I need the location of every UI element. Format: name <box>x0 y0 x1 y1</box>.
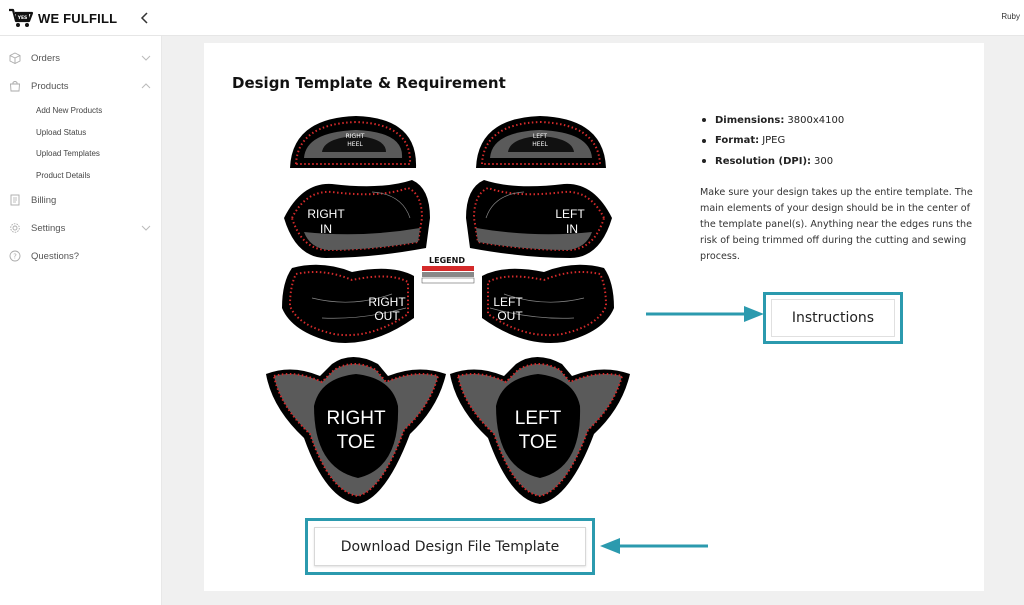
box-icon <box>9 52 21 64</box>
sidebar-item-label: Products <box>31 80 69 92</box>
sidebar-item-billing[interactable]: Billing <box>0 190 162 210</box>
right-heel-label-2: HEEL <box>347 141 363 148</box>
top-bar: YES WE FULFILL Ruby <box>0 0 1024 36</box>
spec-key: Dimensions: <box>715 114 785 126</box>
chevron-up-icon <box>141 83 151 89</box>
sidebar-item-products[interactable]: Products <box>0 76 162 96</box>
spec-format: Format: JPEG <box>700 131 844 152</box>
left-in-panel: LEFT IN <box>466 180 612 258</box>
bullet-icon <box>702 138 706 143</box>
sidebar-subitem-upload-templates[interactable]: Upload Templates <box>36 149 100 158</box>
design-instructions-text: Make sure your design takes up the entir… <box>700 187 973 262</box>
sidebar-subitem-add-new-products[interactable]: Add New Products <box>36 106 103 115</box>
spec-key: Format: <box>715 135 760 147</box>
right-toe-label-1: RIGHT <box>326 408 386 429</box>
design-template-image: RIGHT HEEL LEFT HEEL RIGHT IN LEFT IN LE… <box>266 116 630 504</box>
bullet-icon <box>702 159 706 164</box>
bullet-icon <box>702 118 706 123</box>
sidebar-item-label: Questions? <box>31 250 80 262</box>
sidebar <box>0 36 162 605</box>
left-heel-panel: LEFT HEEL <box>476 116 606 168</box>
brand-logo[interactable]: YES WE FULFILL <box>8 7 117 29</box>
left-heel-label-2: HEEL <box>532 141 548 148</box>
left-out-label-2: OUT <box>497 309 523 323</box>
left-toe-panel: LEFT TOE <box>450 357 630 504</box>
sidebar-item-label: Billing <box>31 194 57 206</box>
left-out-label-1: LEFT <box>493 295 523 309</box>
left-in-label-1: LEFT <box>555 207 585 221</box>
svg-text:?: ? <box>13 253 17 261</box>
svg-text:YES: YES <box>17 15 28 21</box>
instructions-callout: Instructions <box>763 292 903 344</box>
left-in-label-2: IN <box>566 222 578 236</box>
sidebar-item-orders[interactable]: Orders <box>0 48 162 68</box>
right-toe-panel: RIGHT TOE <box>266 357 446 504</box>
help-icon: ? <box>9 250 21 262</box>
legend-title: LEGEND <box>429 256 465 265</box>
chevron-down-icon <box>141 55 151 61</box>
brand-name: WE FULFILL <box>38 10 118 26</box>
right-in-label-1: RIGHT <box>307 207 345 221</box>
user-name[interactable]: Ruby <box>1001 12 1020 21</box>
left-heel-label-1: LEFT <box>533 133 547 140</box>
left-out-panel: LEFT OUT <box>482 264 614 343</box>
download-template-button[interactable]: Download Design File Template <box>314 527 586 566</box>
right-in-label-2: IN <box>320 222 332 236</box>
sidebar-item-settings[interactable]: Settings <box>0 218 162 238</box>
sidebar-subitem-upload-status[interactable]: Upload Status <box>36 128 87 137</box>
cart-icon: YES <box>9 8 34 27</box>
sidebar-item-label: Orders <box>31 52 61 64</box>
download-callout: Download Design File Template <box>305 518 595 575</box>
sidebar-item-questions[interactable]: ? Questions? <box>0 246 162 266</box>
right-out-panel: RIGHT OUT <box>282 264 414 343</box>
spec-dimensions: Dimensions: 3800x4100 <box>700 110 844 131</box>
instructions-label: Instructions <box>771 299 895 337</box>
billing-icon <box>10 194 20 206</box>
right-heel-panel: RIGHT HEEL <box>290 116 417 168</box>
sidebar-item-label: Settings <box>31 222 66 234</box>
spec-key: Resolution (DPI): <box>715 155 812 167</box>
spec-value: 300 <box>814 155 834 167</box>
legend: LEGEND <box>421 256 475 284</box>
right-out-label-2: OUT <box>374 309 400 323</box>
spec-resolution: Resolution (DPI): 300 <box>700 151 844 172</box>
page-title: Design Template & Requirement <box>232 74 506 92</box>
bag-icon <box>10 81 20 92</box>
spec-list: Dimensions: 3800x4100 Format: JPEG Resol… <box>700 110 844 172</box>
gear-icon <box>10 223 20 233</box>
right-toe-label-2: TOE <box>337 432 376 453</box>
collapse-sidebar-icon[interactable] <box>138 10 152 26</box>
spec-value: 3800x4100 <box>787 114 845 126</box>
spec-value: JPEG <box>762 135 786 147</box>
right-in-panel: RIGHT IN <box>284 180 430 258</box>
left-toe-label-2: TOE <box>519 432 558 453</box>
chevron-down-icon <box>141 225 151 231</box>
right-out-label-1: RIGHT <box>368 295 406 309</box>
arrow-left-icon <box>600 538 708 554</box>
left-toe-label-1: LEFT <box>515 408 562 429</box>
right-heel-label-1: RIGHT <box>346 133 365 140</box>
sidebar-subitem-product-details[interactable]: Product Details <box>36 171 91 180</box>
arrow-right-icon <box>646 306 764 322</box>
